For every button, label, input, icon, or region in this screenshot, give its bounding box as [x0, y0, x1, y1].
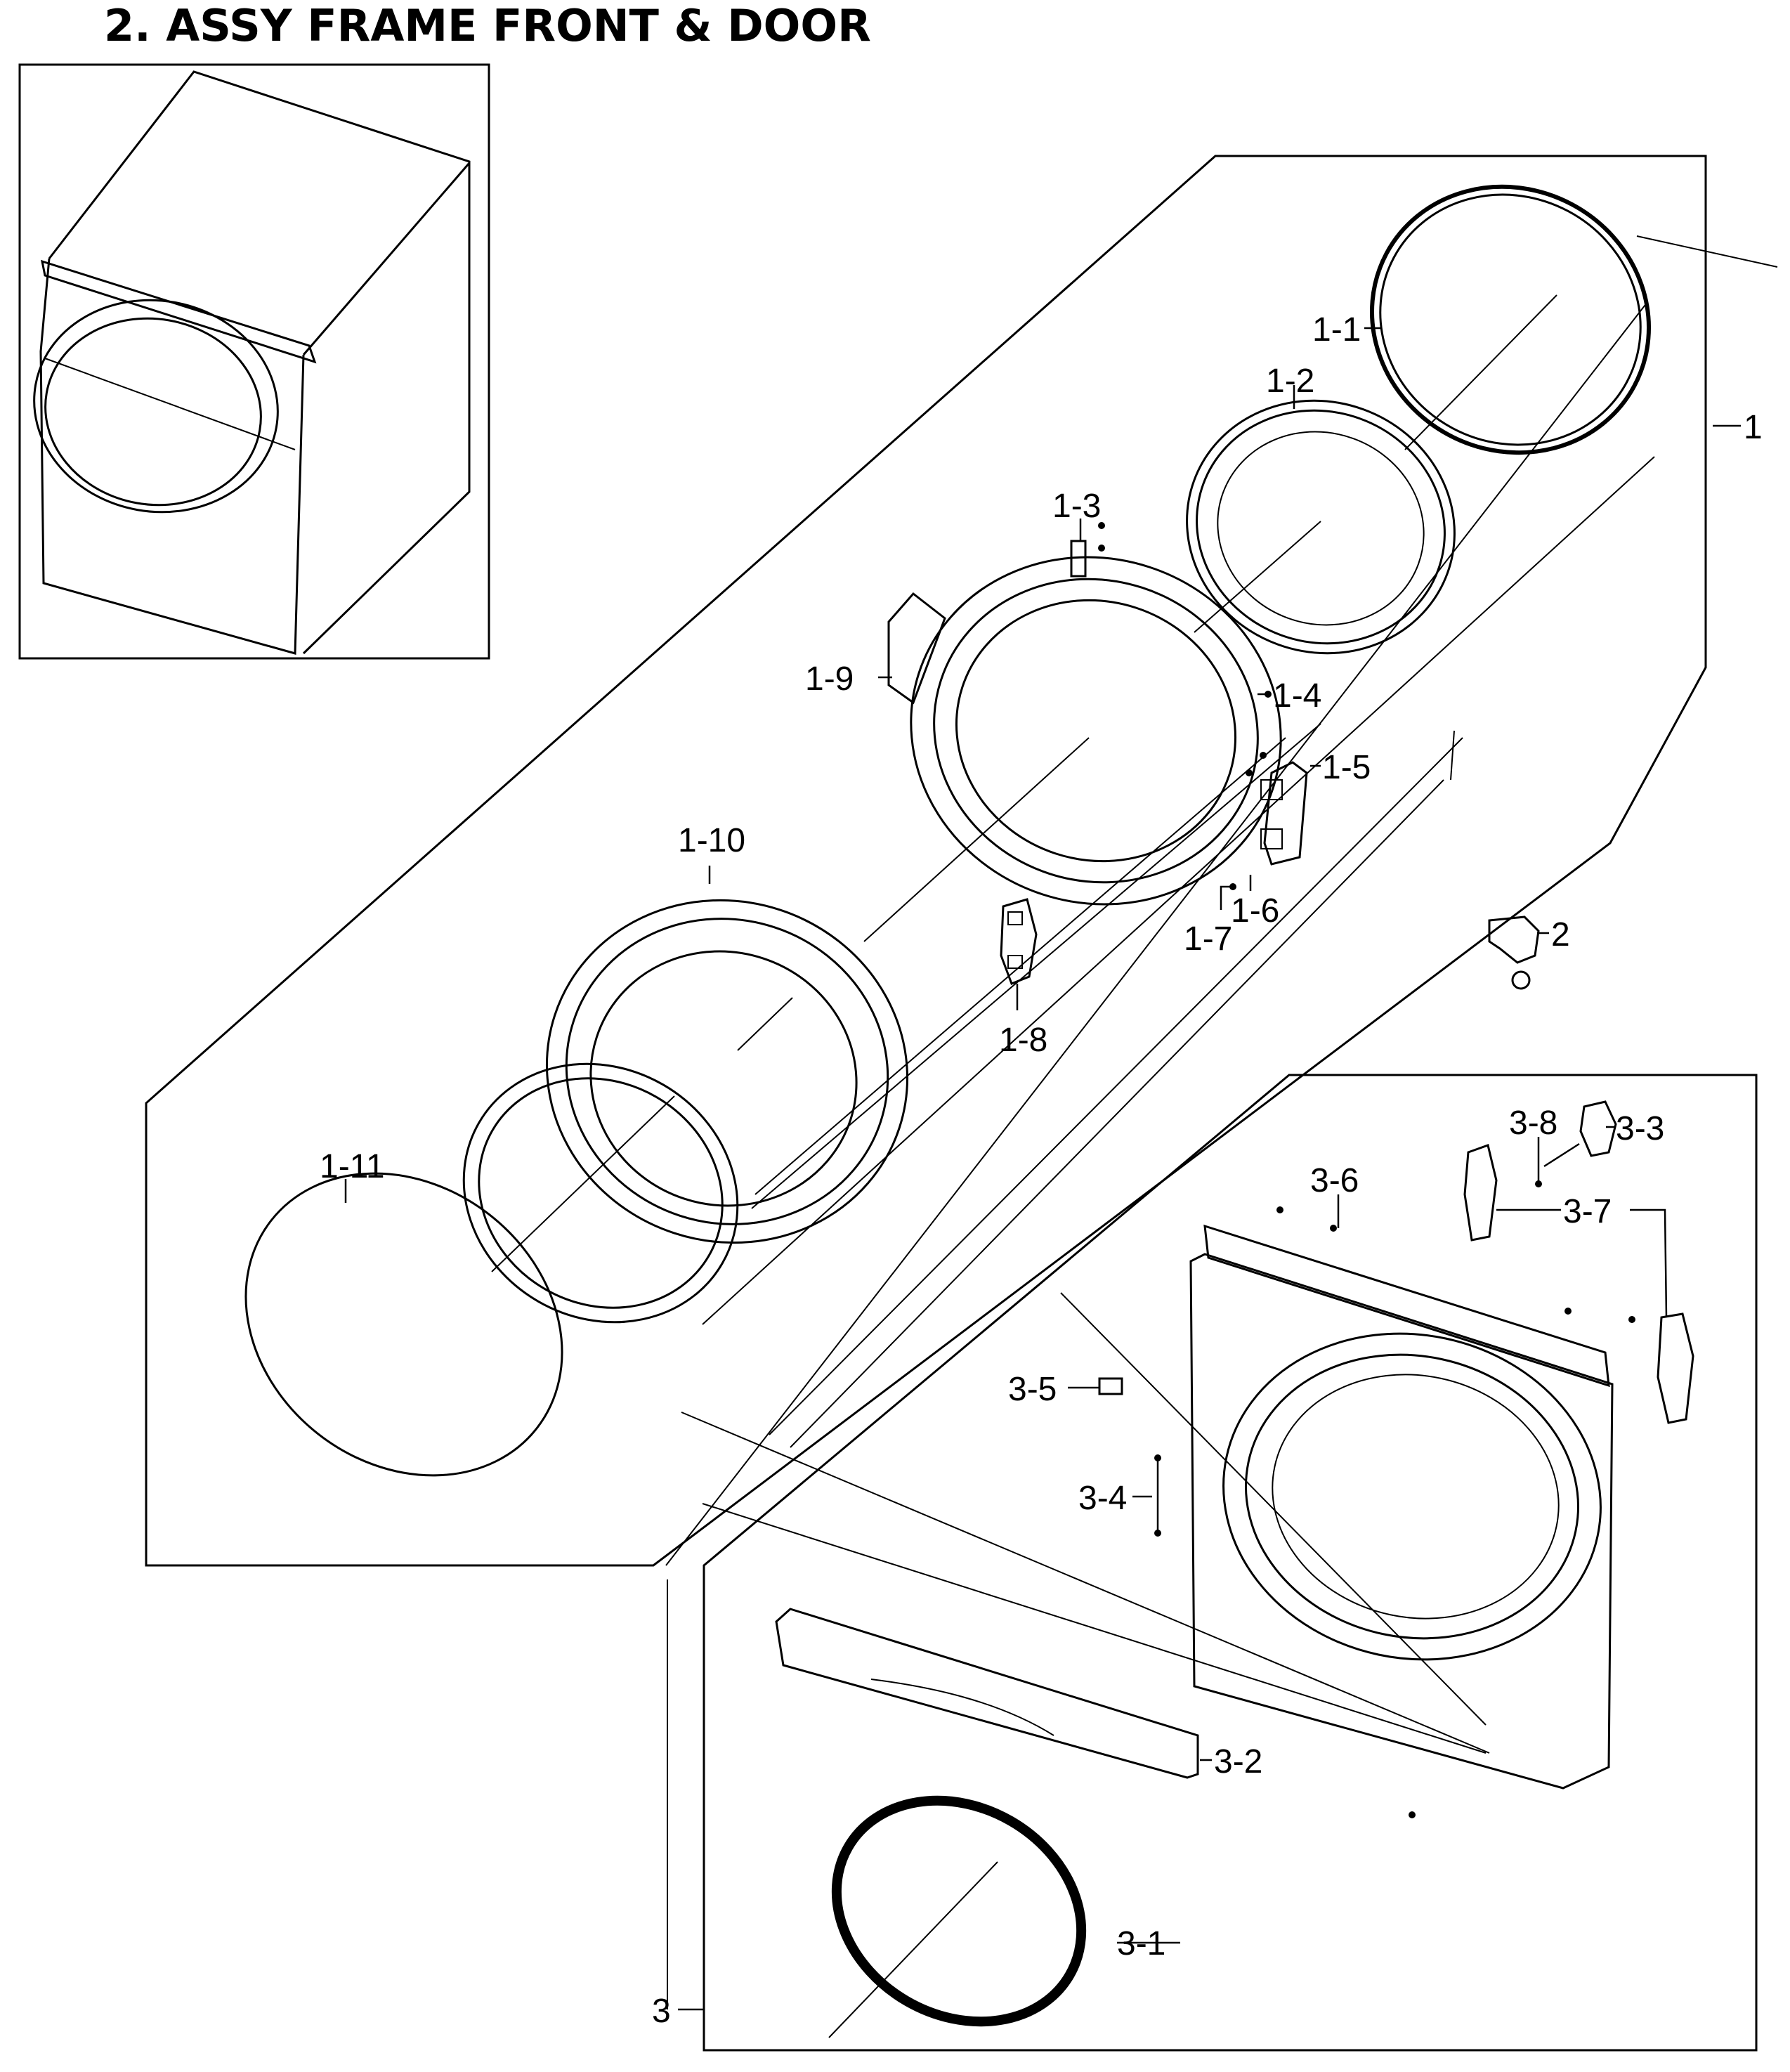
part-1-3-hinge-pin — [1070, 522, 1105, 578]
dryer-cabinet-illustration — [33, 70, 471, 655]
label-3-7: 3-7 — [1563, 1193, 1612, 1230]
inset-assembled-view — [18, 63, 490, 660]
label-3-6: 3-6 — [1310, 1162, 1359, 1199]
label-1-6: 1-6 — [1231, 892, 1279, 930]
label-1-4: 1-4 — [1273, 677, 1321, 715]
callout-labels: 1 1-1 1-2 1-3 1-4 1-5 1-6 1-7 1-8 1-9 1-… — [320, 311, 1763, 2030]
label-1: 1 — [1744, 409, 1763, 446]
label-1-1: 1-1 — [1312, 311, 1361, 348]
label-2: 2 — [1551, 916, 1570, 953]
screws — [1154, 691, 1635, 1818]
part-3-3-bracket — [1579, 1100, 1617, 1157]
part-2-door-latch — [1488, 916, 1540, 990]
label-1-2: 1-2 — [1266, 363, 1314, 400]
label-3-3: 3-3 — [1616, 1110, 1664, 1147]
label-3-2: 3-2 — [1214, 1743, 1262, 1780]
part-1-1-outer-ring — [1370, 184, 1651, 455]
part-1-10-inner-door — [545, 899, 909, 1244]
label-1-3: 1-3 — [1052, 488, 1101, 525]
label-1-8: 1-8 — [999, 1022, 1047, 1059]
part-1-5-hinge-bracket — [1246, 752, 1308, 866]
part-1-8-hinge — [1000, 898, 1038, 985]
label-1-7: 1-7 — [1184, 920, 1232, 958]
part-3-5-connector — [1098, 1377, 1123, 1395]
label-3-8: 3-8 — [1509, 1105, 1557, 1142]
label-1-9: 1-9 — [805, 660, 854, 698]
door-assembly-frame — [145, 155, 1707, 1567]
part-3-2-lower-panel — [775, 1608, 1199, 1779]
part-1-2-door-glass — [1186, 399, 1456, 655]
callout-leaders — [344, 327, 1741, 2011]
part-1-11-glass-cover — [244, 1172, 563, 1477]
part-1-9-door-frame — [863, 556, 1282, 942]
label-1-5: 1-5 — [1322, 749, 1371, 786]
part-3-front-frame — [1189, 1224, 1614, 1790]
label-3: 3 — [652, 1993, 671, 2030]
part-door-trim-ring — [462, 1062, 739, 1324]
front-frame-group — [703, 1074, 1758, 2052]
inset-frame — [18, 63, 490, 660]
label-1-11: 1-11 — [320, 1148, 385, 1185]
label-3-5: 3-5 — [1008, 1371, 1057, 1408]
label-1-10: 1-10 — [678, 822, 745, 859]
label-3-4: 3-4 — [1078, 1480, 1127, 1517]
part-3-7-bracket — [1463, 1144, 1694, 1424]
label-3-1: 3-1 — [1117, 1925, 1165, 1962]
part-3-1-gasket — [828, 1795, 1087, 2038]
page-title: 2. ASSY FRAME FRONT & DOOR — [104, 0, 871, 51]
